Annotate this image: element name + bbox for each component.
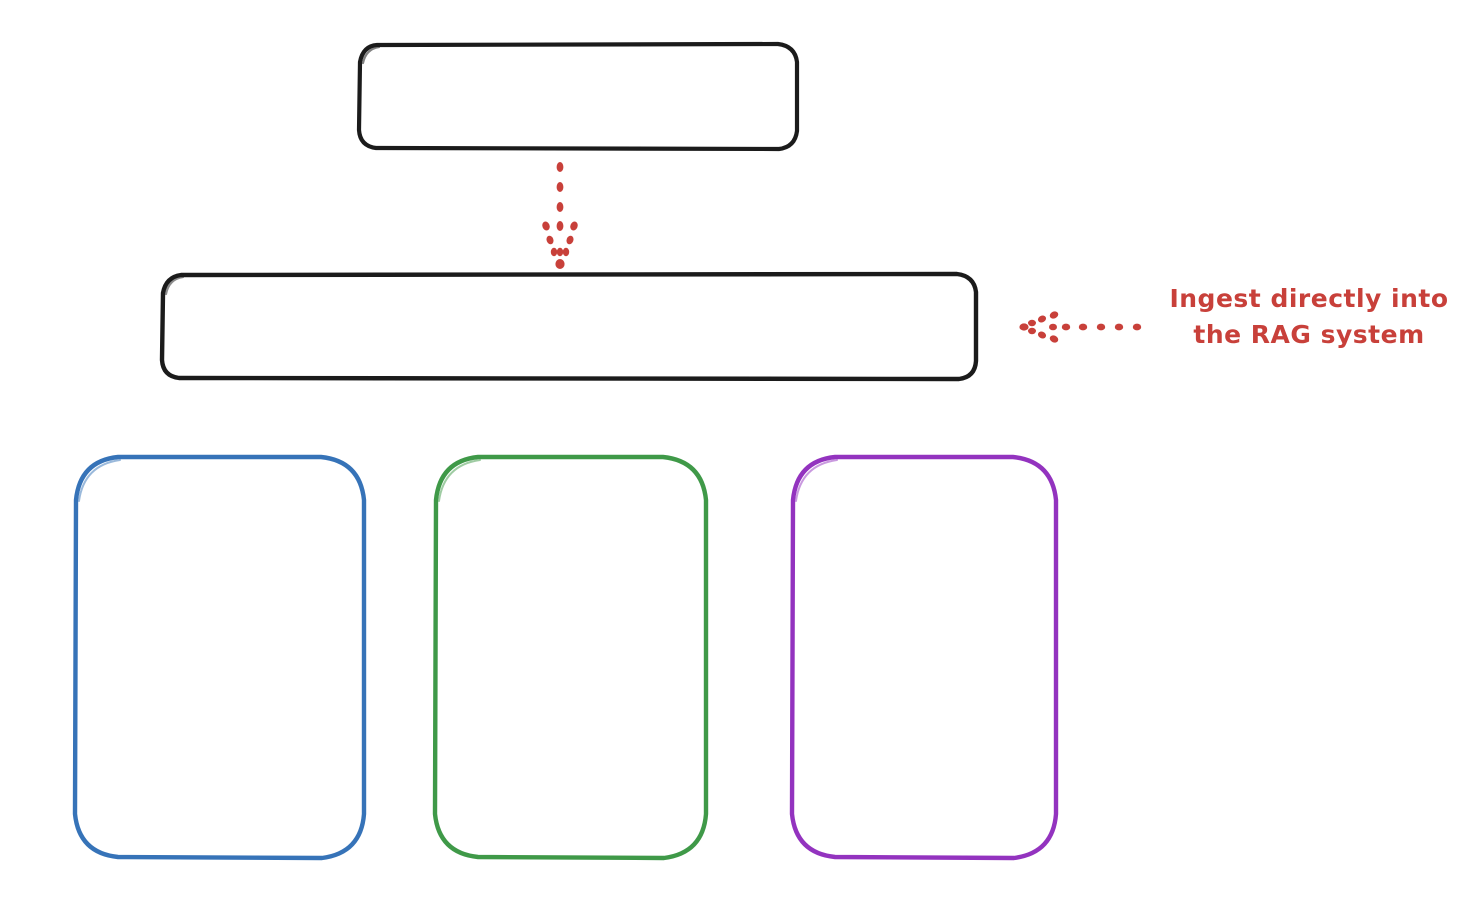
connector-agent-to-rag-tool [542,162,578,269]
connector-ingest-note-to-rag-tool [1019,311,1142,343]
node-relational-io[interactable]: RelationalIO (insert_sql, query_sql) SQL… [787,452,1061,862]
node-rag-tool[interactable]: RAG Tool [157,270,981,383]
node-rag-tool-label: RAG Tool [503,311,635,341]
node-agent-label: AGENT [522,80,634,111]
node-key-value-io-label: KeyValueIO (set_key, delete_key, get) Ke… [463,550,678,702]
node-key-value-io[interactable]: KeyValueIO (set_key, delete_key, get) Ke… [430,452,711,862]
annotation-ingest-note: Ingest directly into the RAG system [1169,284,1449,349]
node-relational-io-label: RelationalIO (insert_sql, query_sql) SQL… [841,548,1007,700]
node-vector-io-label: VectorIO (insert_chunks, delete_chunks, … [117,538,322,721]
node-agent[interactable]: AGENT [355,40,801,153]
node-vector-io[interactable]: VectorIO (insert_chunks, delete_chunks, … [70,452,369,862]
